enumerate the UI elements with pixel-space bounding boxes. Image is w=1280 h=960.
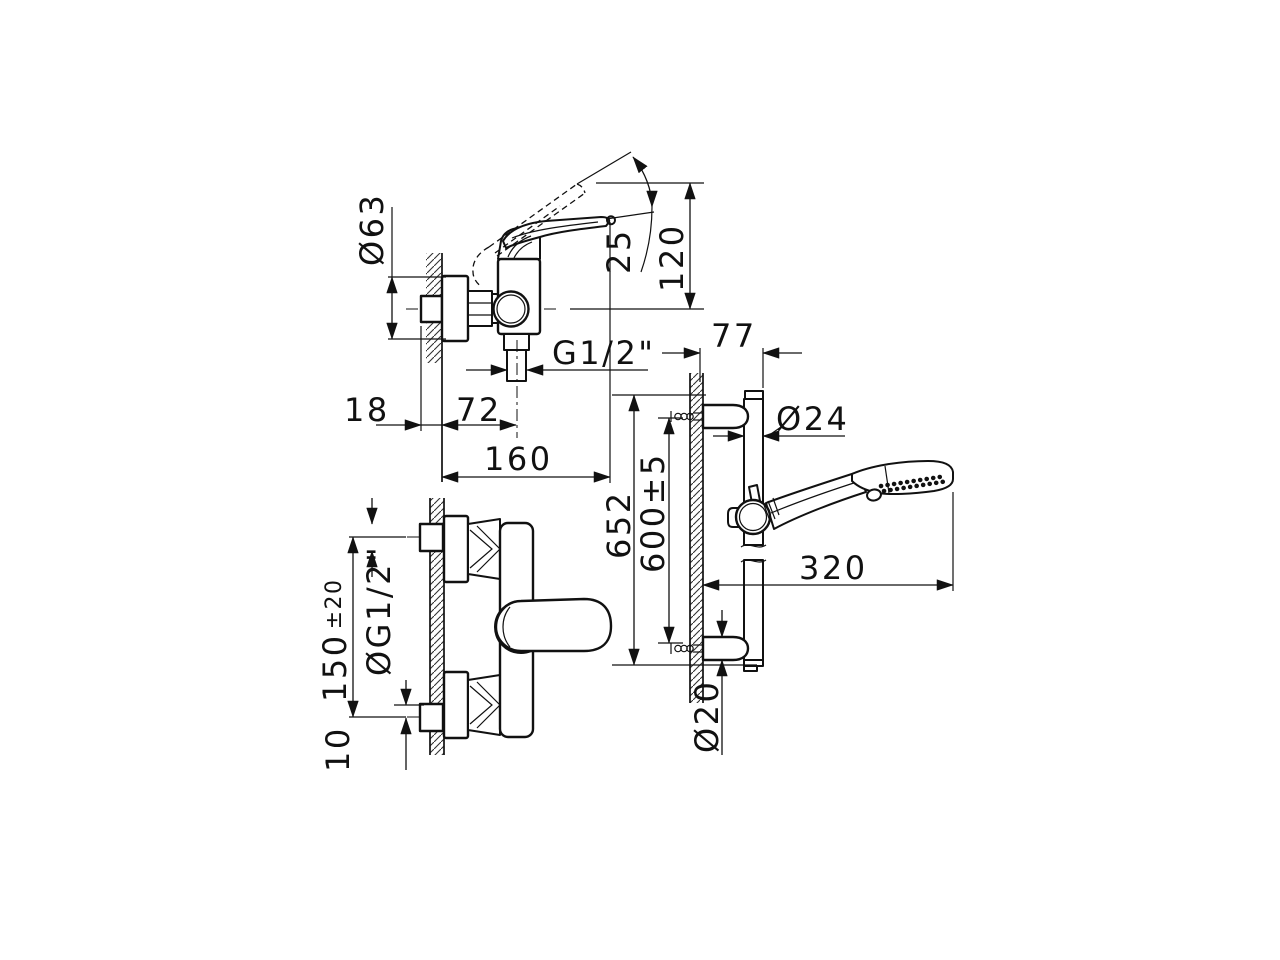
- lever-raised-dashed: [472, 183, 586, 288]
- dim-label-eccentric-offset: 10: [319, 726, 357, 772]
- spray-nozzles: [878, 473, 949, 489]
- wall-flange: [440, 274, 470, 343]
- dim-label-total-depth: 160: [484, 440, 553, 478]
- dim-label-lever-angle: 25°: [600, 210, 638, 274]
- dim-label-fixing-centers: 600±5: [634, 452, 672, 573]
- dim-label-flange-diameter: Ø63: [353, 193, 391, 266]
- handshower-handle: [765, 471, 867, 530]
- dim-63: Ø63: [353, 193, 446, 340]
- swivel-connection: [492, 290, 530, 328]
- angle-dimension: 25°: [576, 151, 658, 274]
- dim-label-inlet-thread: ØG1/2": [360, 545, 398, 676]
- top-cone: [467, 518, 501, 580]
- handle-joint-hatch: [763, 497, 780, 522]
- bottom-supply-nut: [418, 702, 445, 733]
- dome-detail-arcs: [507, 235, 533, 259]
- dim-label-bracket-diameter: Ø20: [688, 680, 726, 753]
- dim-18-72-160: 18 72 160: [344, 222, 611, 483]
- dim-label-lever-height: 120: [653, 223, 691, 292]
- lever-handle: [502, 216, 611, 249]
- dim-120: 120: [570, 182, 704, 310]
- dim-label-rail-height: 652: [600, 490, 638, 559]
- top-supply-nut: [418, 522, 445, 553]
- dim-label-bracket-depth: 77: [711, 317, 757, 355]
- dim-10: 10: [319, 680, 424, 772]
- dim-label-rail-diameter: Ø24: [776, 400, 849, 438]
- mixer-front-view: 150±20 ØG1/2" 10: [316, 498, 613, 772]
- dim-320: 320: [702, 492, 954, 591]
- union-nut: [467, 290, 493, 327]
- hanging-hook: [866, 488, 882, 502]
- rail-break: [740, 544, 767, 563]
- wall-hatch: [690, 373, 703, 703]
- supply-nut: [419, 294, 444, 324]
- wall-hatch: [430, 498, 444, 755]
- bottom-fixing-screw: [670, 643, 703, 654]
- bottom-flange: [442, 670, 470, 740]
- mixer-side-view: 25° 120 Ø63 G1/2": [344, 151, 704, 483]
- dim-600: 600±5: [634, 417, 683, 644]
- rail-top-cap: [744, 390, 764, 400]
- dim-outlet-thread: G1/2": [466, 334, 656, 376]
- top-wall-bracket: [701, 403, 750, 430]
- top-flange: [442, 514, 470, 584]
- lever-handle-front: [494, 597, 613, 653]
- bottom-cone: [467, 674, 501, 736]
- dim-652: 652: [600, 394, 757, 666]
- dim-20: Ø20: [688, 610, 728, 755]
- dim-label-wall-to-pipe: 18: [344, 391, 390, 429]
- dim-label-centers: 150±20: [316, 578, 354, 702]
- dim-24: Ø24: [713, 400, 849, 442]
- dim-inlet-thread: ØG1/2": [360, 498, 398, 676]
- dim-label-outlet-thread: G1/2": [552, 334, 656, 372]
- dim-150: 150±20: [316, 536, 406, 718]
- shower-rail-view: 77 Ø24 652 600±5 320: [600, 317, 954, 755]
- dim-77: 77: [662, 317, 802, 388]
- slider-bracket: [734, 498, 772, 536]
- dim-label-handshower-reach: 320: [799, 549, 868, 587]
- bottom-wall-bracket: [701, 635, 750, 662]
- dim-label-wall-to-outlet: 72: [456, 391, 502, 429]
